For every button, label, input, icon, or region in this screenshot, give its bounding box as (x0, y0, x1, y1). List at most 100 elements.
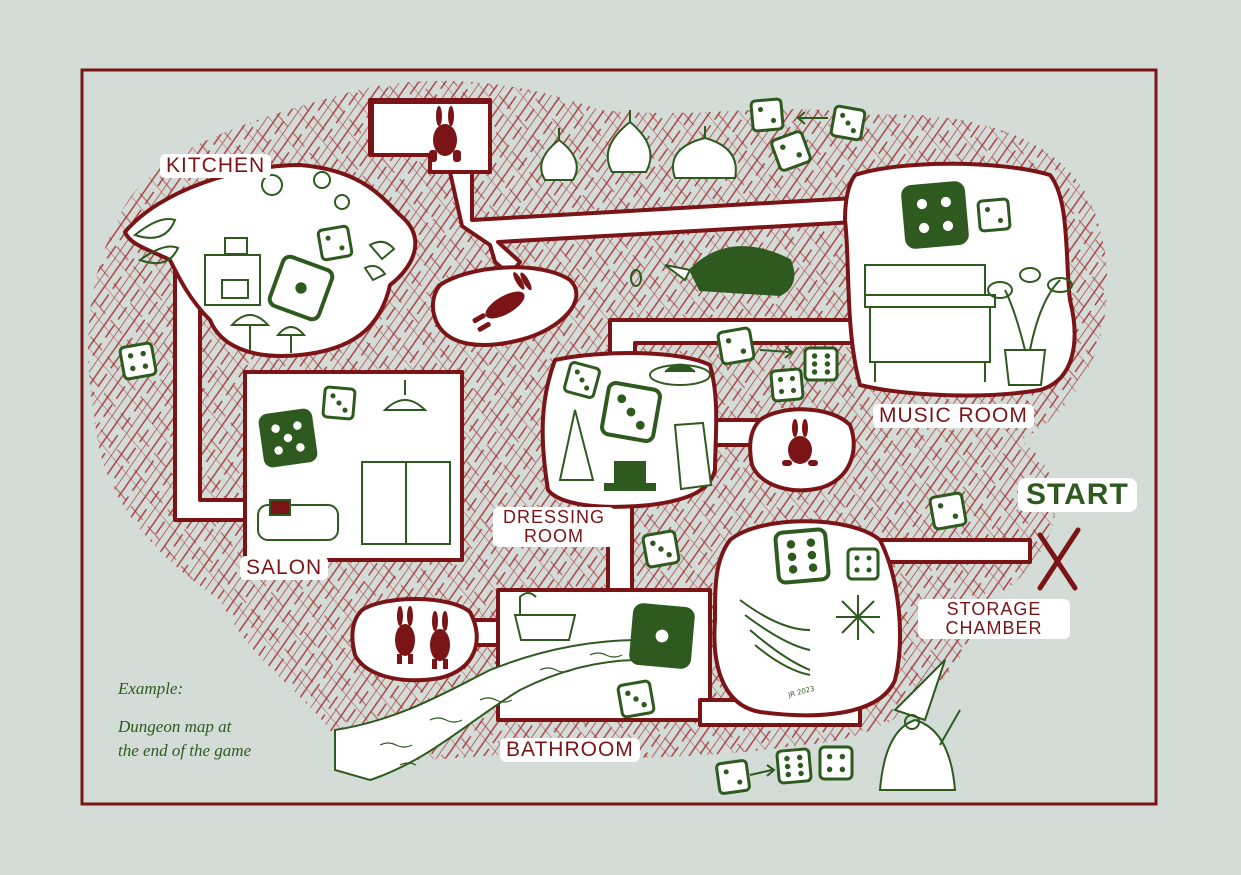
die-pip (740, 348, 747, 354)
die-pip (325, 235, 331, 241)
die-pip (824, 353, 831, 359)
die-pip (770, 117, 777, 124)
die-2-icon (749, 97, 785, 133)
die-pip (142, 363, 149, 369)
rabbit-icon (782, 419, 818, 466)
die-pip (984, 206, 991, 213)
die-pip (658, 546, 664, 552)
die-2-icon (976, 197, 1012, 233)
die-pip (824, 361, 831, 367)
die-pip (839, 766, 846, 773)
lamp-icon (382, 380, 428, 411)
die-pip (790, 387, 797, 394)
mushroom-icon (261, 171, 350, 210)
die-pip (788, 565, 798, 574)
die-pip (617, 394, 627, 404)
die-6-icon (803, 346, 839, 382)
die-pip (650, 540, 656, 547)
leaf-icon (132, 218, 180, 264)
wizard-icon (878, 659, 961, 791)
die-4-icon (818, 745, 854, 781)
die-pip (579, 377, 585, 383)
die-pip (918, 222, 930, 234)
die-pip (807, 550, 817, 560)
mushroom-icon (229, 314, 271, 350)
die-pip (787, 552, 797, 562)
die-pip (826, 753, 833, 760)
die-pip (295, 282, 307, 294)
hedgehog-icon (664, 246, 795, 297)
die-pip (635, 420, 645, 430)
die-3-icon (600, 381, 662, 443)
start-label: START (1018, 478, 1137, 512)
onion-icon (606, 110, 652, 173)
die-pip (633, 696, 639, 702)
die-pip (808, 563, 818, 572)
die-pip (723, 769, 729, 775)
die-2-icon (928, 491, 968, 531)
die-pip (854, 567, 860, 573)
sun-hat-icon (649, 363, 711, 386)
river-waves (379, 652, 623, 766)
die-pip (854, 555, 860, 561)
caption-title: Example: (118, 679, 184, 698)
die-pip (796, 754, 803, 761)
carnivorous-plant-icon (987, 267, 1073, 386)
die-1-icon (629, 603, 695, 669)
arrow-icon (796, 111, 828, 125)
die-pip (293, 421, 302, 430)
die-pip (784, 755, 790, 762)
die-pip (140, 350, 146, 357)
hat-icon (558, 409, 595, 481)
die-pip (737, 779, 743, 785)
die-6-icon (773, 527, 831, 585)
room-label-storage-chamber: STORAGE CHAMBER (918, 599, 1070, 639)
die-4-icon (846, 547, 880, 581)
die-2-icon (715, 759, 751, 795)
die-3-icon (641, 529, 681, 569)
die-pip (780, 144, 786, 150)
die-pip (342, 407, 348, 413)
die-pip (784, 763, 791, 770)
die-pip (655, 629, 669, 643)
mushroom-icon (275, 326, 307, 353)
die-pip (942, 220, 954, 232)
room-label-dressing-room: DRESSING ROOM (493, 507, 615, 547)
mirror-icon (673, 421, 713, 491)
mouse-icon (630, 269, 642, 287)
die-pip (789, 375, 796, 382)
die-pip (952, 513, 959, 519)
room-label-music-room: MUSIC ROOM (873, 404, 1034, 429)
piano-icon (864, 264, 996, 382)
room-label-salon: SALON (240, 556, 329, 581)
die-pip (806, 538, 816, 547)
onion-icon (672, 126, 737, 179)
start-x-marker (1037, 527, 1081, 591)
die-4-icon (118, 341, 158, 381)
die-3-icon (321, 385, 357, 421)
carrots-icon (739, 599, 811, 676)
stove-icon (204, 237, 261, 306)
die-pip (626, 407, 636, 417)
die-pip (296, 443, 305, 452)
die-4-icon (769, 367, 805, 403)
bathtub-icon (513, 592, 577, 641)
die-pip (641, 701, 647, 708)
arrow-icon (759, 345, 794, 359)
die-pip (797, 762, 804, 769)
die-3-icon (829, 104, 867, 142)
die-pip (777, 376, 784, 383)
die-pip (757, 106, 764, 113)
die-2-icon (770, 130, 812, 172)
die-2-icon (716, 326, 756, 366)
die-pip (625, 690, 631, 697)
die-pip (283, 433, 293, 443)
die-2-icon (316, 224, 354, 262)
map-frame (80, 68, 1158, 806)
die-pip (274, 446, 283, 455)
die-pip (940, 196, 952, 208)
die-pip (997, 217, 1004, 224)
die-pip (786, 540, 796, 549)
die-1-icon (267, 254, 335, 322)
